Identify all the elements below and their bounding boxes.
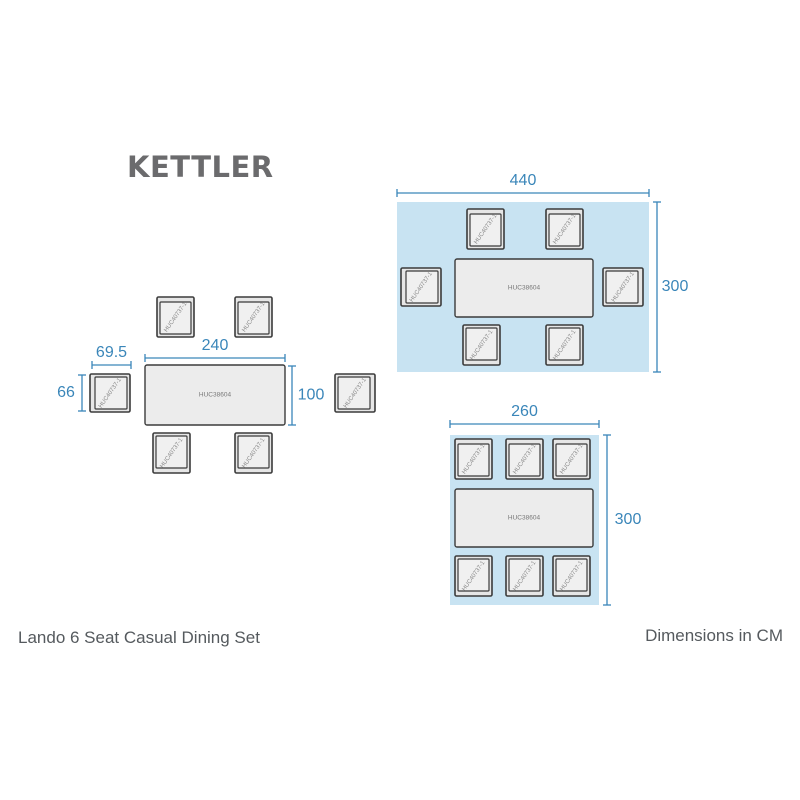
table-top	[144, 364, 286, 426]
chair-seat	[405, 270, 439, 304]
dimension-label: 300	[615, 511, 642, 528]
chair-seat	[605, 270, 639, 304]
table-code: HUC38604	[199, 392, 232, 399]
chair: HUC40737-1	[462, 324, 501, 366]
area-depth-dimension: 300	[603, 434, 642, 606]
chair: HUC40737-1	[234, 432, 273, 474]
chair-depth-dimension: 66	[57, 374, 86, 412]
chair-seat	[457, 558, 490, 592]
chair: HUC40737-1	[552, 555, 591, 597]
product-name: Lando 6 Seat Casual Dining Set	[18, 628, 260, 647]
chair-seat	[555, 558, 588, 592]
chair: HUC40737-1	[602, 267, 644, 307]
kettler-logo: KETTLER	[127, 150, 274, 184]
chair: HUC40737-1	[505, 438, 544, 480]
chair: HUC40737-1	[552, 438, 591, 480]
dimension-label: 260	[511, 403, 538, 420]
chair: HUC40737-1	[454, 555, 493, 597]
chair-seat	[94, 376, 128, 410]
table-top	[454, 488, 594, 548]
chair: HUC40737-1	[234, 296, 273, 338]
table: HUC38604	[454, 488, 594, 548]
dimension-label: 300	[662, 278, 689, 295]
chair: HUC40737-1	[400, 267, 442, 307]
chair-seat	[508, 558, 541, 592]
area-width-dimension: 260	[449, 403, 600, 428]
chair-seat	[508, 443, 541, 477]
chair: HUC40737-1	[156, 296, 195, 338]
chair-seat	[237, 435, 270, 469]
area-depth-dimension: 300	[653, 201, 689, 373]
table: HUC38604	[454, 258, 594, 318]
chair: HUC40737-1	[89, 373, 131, 413]
chair-seat	[465, 327, 498, 361]
chair-seat	[555, 443, 588, 477]
dimension-label: 240	[202, 337, 229, 354]
table-width-dimension: 100	[288, 365, 325, 426]
table-top	[454, 258, 594, 318]
chair: HUC40737-1	[505, 555, 544, 597]
dimension-label: 440	[510, 172, 537, 189]
dimension-label: 66	[57, 384, 75, 401]
chair-seat	[469, 213, 502, 247]
chair-seat	[159, 301, 192, 335]
chair-seat	[337, 376, 371, 410]
dimension-label: 100	[298, 387, 325, 404]
chair: HUC40737-1	[152, 432, 191, 474]
chair-seat	[457, 443, 490, 477]
units-note: Dimensions in CM	[645, 626, 783, 645]
area-width-dimension: 440	[396, 172, 650, 197]
chair: HUC40737-1	[454, 438, 493, 480]
table-length-dimension: 240	[144, 337, 286, 362]
dimension-label: 69.5	[96, 344, 127, 361]
chair-width-dimension: 69.5	[91, 344, 132, 369]
chair-seat	[237, 301, 270, 335]
chair-seat	[548, 327, 581, 361]
chair: HUC40737-1	[334, 373, 376, 413]
chair-seat	[155, 435, 188, 469]
table-code: HUC38604	[508, 515, 541, 522]
chair: HUC40737-1	[545, 208, 584, 250]
chair-seat	[548, 213, 581, 247]
chair: HUC40737-1	[545, 324, 584, 366]
chair: HUC40737-1	[466, 208, 505, 250]
table: HUC38604	[144, 364, 286, 426]
table-code: HUC38604	[508, 285, 541, 292]
